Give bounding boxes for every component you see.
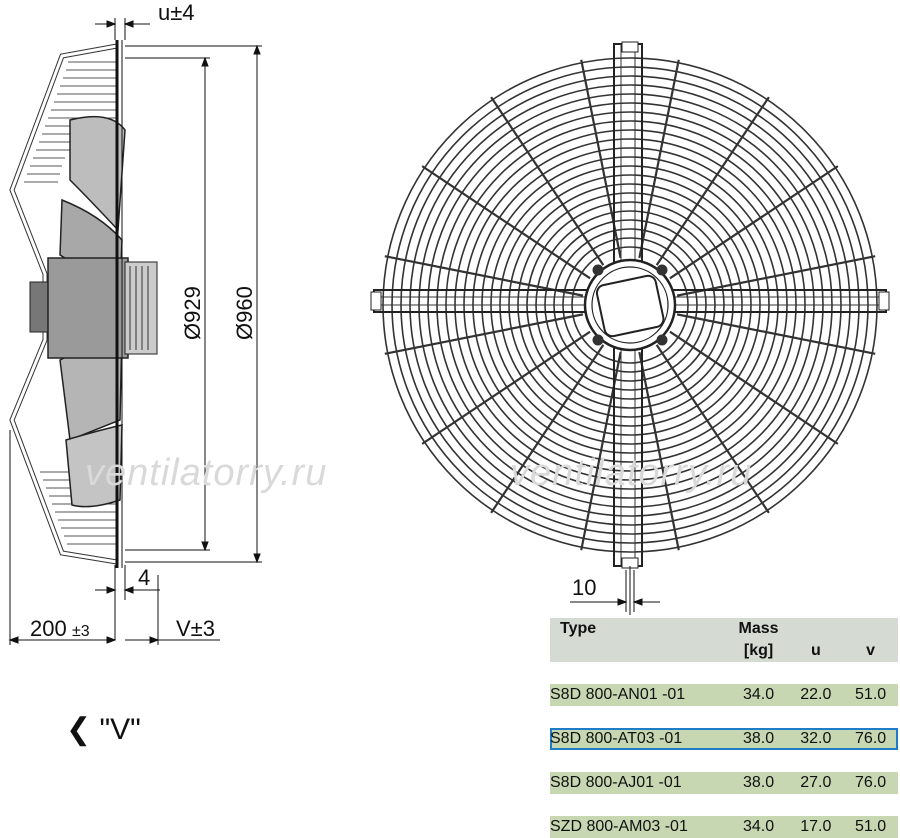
front-view — [370, 41, 890, 615]
guard-spoke — [490, 344, 605, 514]
cell-type: S8D 800-AT03 -01 — [550, 728, 729, 750]
guard-spoke — [384, 313, 584, 355]
header-mass-unit: [kg] — [728, 640, 789, 662]
guard-spoke — [669, 330, 839, 445]
cell-type: S8D 800-AN01 -01 — [550, 684, 729, 706]
cell-u: 27.0 — [788, 772, 844, 794]
cell-mass: 34.0 — [728, 684, 789, 706]
dim-200-tol: ±3 — [72, 623, 90, 640]
header-v-blank — [843, 618, 898, 640]
fan-dimension-drawing: u±4 Ø929 Ø960 4 200 ±3 V±3 10 — [8, 0, 890, 645]
guard-spoke — [669, 165, 839, 280]
table-row-selected[interactable]: S8D 800-AT03 -01 38.0 32.0 76.0 — [550, 728, 898, 750]
guard-spoke — [421, 165, 591, 280]
guard-spoke — [490, 96, 605, 266]
dim-4: 4 — [138, 565, 150, 590]
cell-mass: 34.0 — [728, 816, 789, 838]
guard-spoke — [655, 344, 770, 514]
view-v-label: ❮ "V" — [66, 713, 141, 746]
cell-mass: 38.0 — [728, 772, 789, 794]
dim-d960: Ø960 — [232, 286, 257, 340]
cell-type: S8D 800-AJ01 -01 — [550, 772, 729, 794]
cell-u: 32.0 — [788, 728, 844, 750]
cell-v: 51.0 — [843, 816, 898, 838]
cell-v: 76.0 — [843, 728, 898, 750]
fan-type-table: Type Mass [kg] u v S8D 800-AN01 -01 34.0… — [550, 618, 898, 838]
cell-v: 51.0 — [843, 684, 898, 706]
guard-spoke — [676, 313, 876, 355]
watermark-2: ventilatorry.ru — [510, 452, 753, 494]
header-v: v — [843, 640, 898, 662]
cell-v: 76.0 — [843, 772, 898, 794]
header-u: u — [788, 640, 844, 662]
front-dimensions — [570, 570, 660, 612]
guard-spoke — [638, 351, 680, 551]
cell-mass: 38.0 — [728, 728, 789, 750]
header-u-blank — [788, 618, 844, 640]
cell-u: 22.0 — [788, 684, 844, 706]
side-dimensions — [8, 18, 262, 645]
header-type: Type — [550, 618, 729, 640]
table-row[interactable]: S8D 800-AN01 -01 34.0 22.0 51.0 — [550, 684, 898, 706]
table-row[interactable]: S8D 800-AJ01 -01 38.0 27.0 76.0 — [550, 772, 898, 794]
dim-200: 200 — [30, 616, 67, 641]
header-type-blank — [550, 640, 729, 662]
cell-type: SZD 800-AM03 -01 — [550, 816, 729, 838]
header-mass: Mass — [728, 618, 789, 640]
side-view — [9, 40, 158, 568]
guard-spoke — [655, 96, 770, 266]
dim-d929: Ø929 — [180, 286, 205, 340]
guard-spoke — [421, 330, 591, 445]
dim-u: u±4 — [158, 0, 195, 25]
dim-v: V±3 — [176, 616, 215, 641]
table-header-row-2: [kg] u v — [550, 640, 898, 662]
dim-10: 10 — [572, 575, 596, 600]
table-header-row: Type Mass — [550, 618, 898, 640]
guard-spoke — [638, 59, 680, 259]
table-row[interactable]: SZD 800-AM03 -01 34.0 17.0 51.0 — [550, 816, 898, 838]
cell-u: 17.0 — [788, 816, 844, 838]
watermark: ventilatorry.ru — [85, 452, 328, 494]
